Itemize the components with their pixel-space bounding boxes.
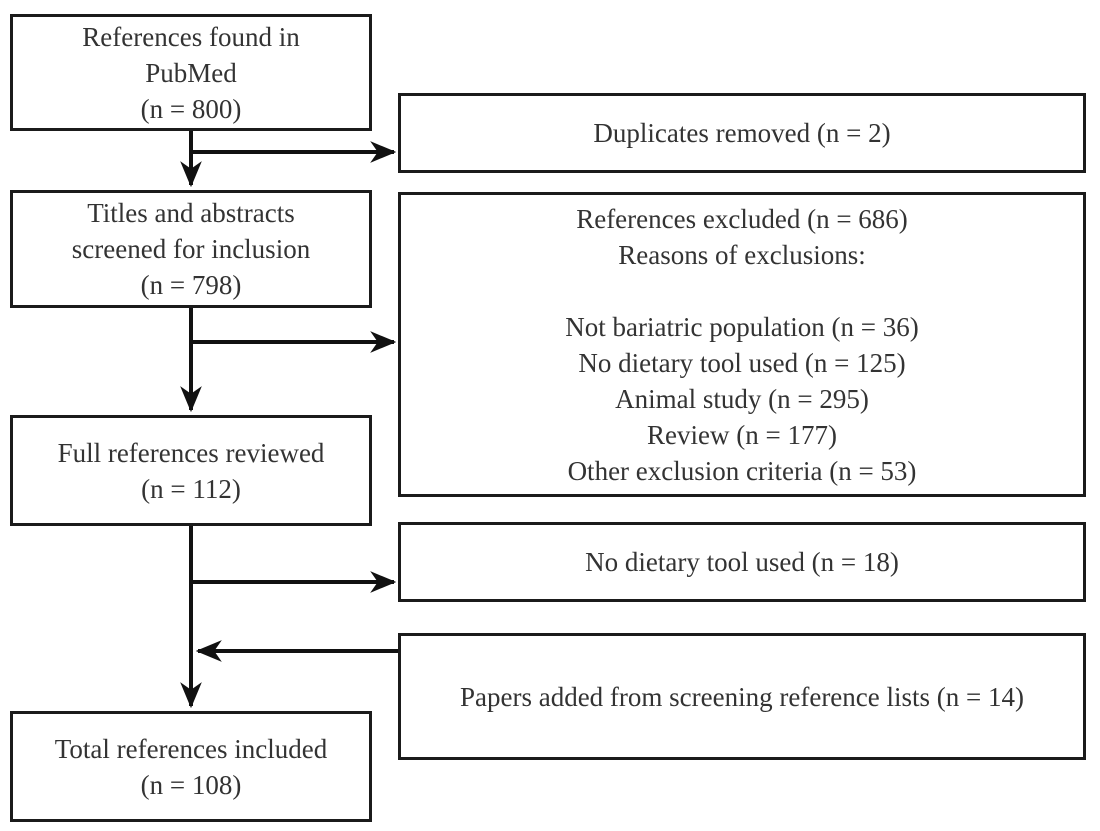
- box-text-line: (n = 112): [141, 473, 241, 504]
- box-text-line: No dietary tool used (n = 125): [578, 347, 906, 378]
- box-titles-abstracts-screened: Titles and abstracts screened for inclus…: [10, 190, 372, 308]
- box-text-line: Titles and abstracts: [87, 198, 295, 228]
- box-full-references-reviewed: Full references reviewed (n = 112): [10, 415, 372, 526]
- box-text-line: (n = 800): [140, 93, 242, 124]
- box-text-line: Full references reviewed: [57, 437, 325, 468]
- box-text-line: PubMed: [145, 57, 237, 88]
- box-total-references-included: Total references included (n = 108): [10, 711, 372, 822]
- box-text-line: Other exclusion criteria (n = 53): [567, 455, 917, 486]
- box-references-excluded: References excluded (n = 686) Reasons of…: [398, 192, 1086, 497]
- box-text-line: References excluded (n = 686): [576, 203, 908, 234]
- box-references-found-pubmed: References found in PubMed (n = 800): [10, 14, 372, 131]
- box-text-line: Not bariatric population (n = 36): [565, 311, 919, 342]
- box-text-line: Reasons of exclusions:: [618, 239, 866, 270]
- box-text-line: (n = 798): [140, 270, 242, 300]
- box-text-line: References found in: [82, 21, 300, 52]
- box-papers-added-from-reference-lists: Papers added from screening reference li…: [398, 633, 1086, 760]
- box-no-dietary-tool-used: No dietary tool used (n = 18): [398, 522, 1086, 602]
- box-text-line: No dietary tool used (n = 18): [585, 547, 899, 577]
- box-text-line: Animal study (n = 295): [615, 383, 869, 414]
- box-text-line: Review (n = 177): [647, 419, 837, 450]
- box-text-line: Duplicates removed (n = 2): [593, 118, 891, 148]
- box-text-line: Papers added from screening reference li…: [459, 681, 1024, 712]
- box-text-line: (n = 108): [140, 769, 242, 800]
- box-text-line: Total references included: [54, 733, 328, 764]
- box-duplicates-removed: Duplicates removed (n = 2): [398, 93, 1086, 173]
- box-text-line: screened for inclusion: [71, 234, 311, 264]
